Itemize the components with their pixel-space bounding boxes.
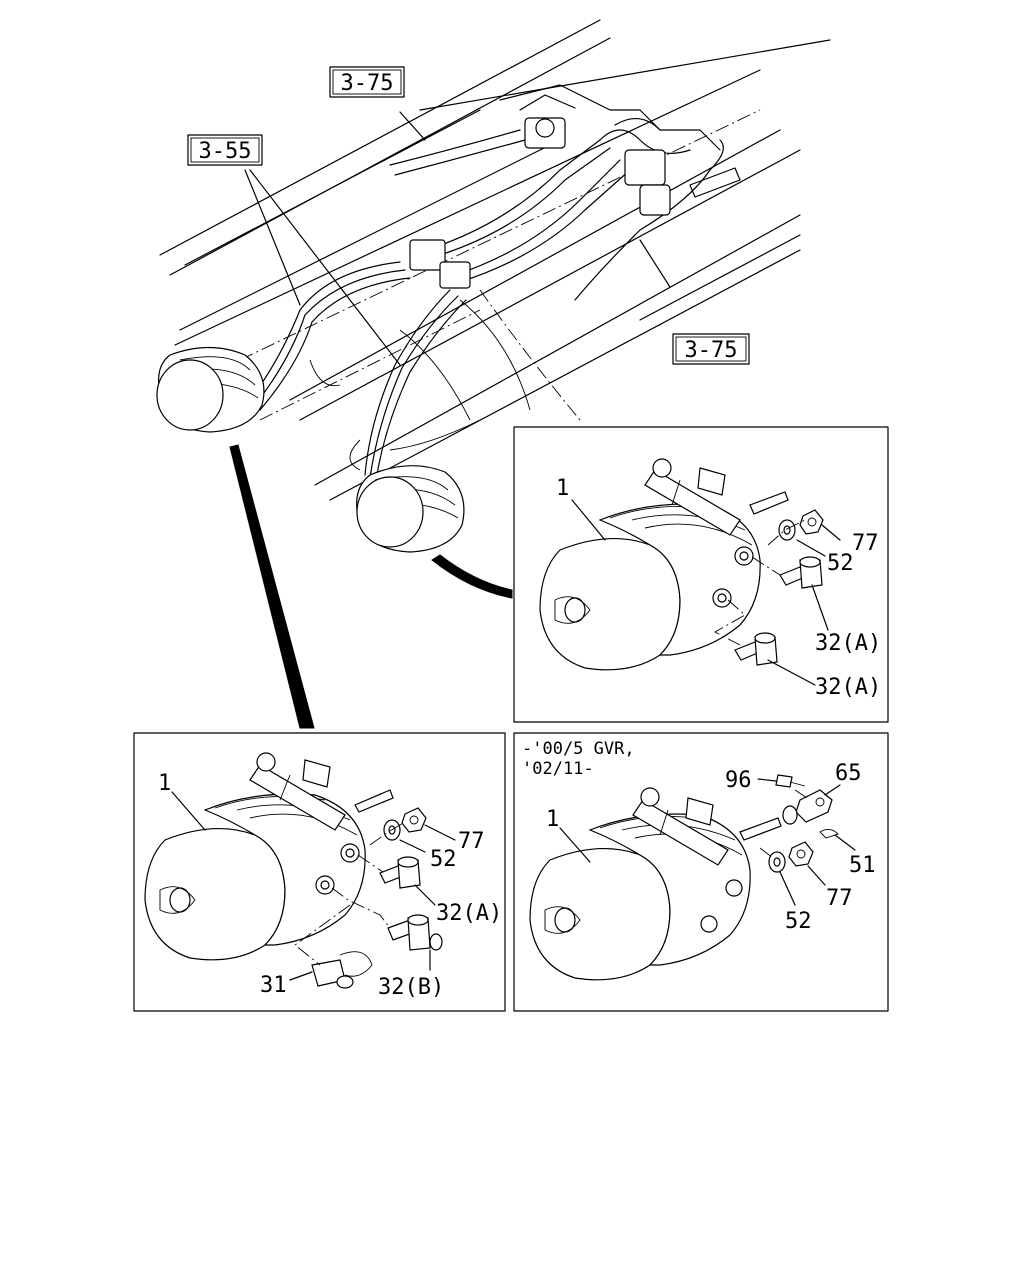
detail-panel-a: 1 77 52 32(A) 32(A) (513, 426, 889, 723)
reference-label: 3-75 (685, 338, 738, 363)
part-label-32b: 32(B) (378, 975, 444, 1000)
part-label-31: 31 (260, 973, 287, 998)
part-label-77: 77 (852, 531, 879, 556)
detail-panel-c: -'00/5 GVR, '02/11- (513, 732, 889, 1012)
reference-label: 3-55 (199, 139, 252, 164)
applicability-note-line1: -'00/5 GVR, (522, 739, 635, 759)
part-label-77: 77 (826, 886, 853, 911)
reference-box-right[interactable]: 3-75 (672, 333, 750, 365)
part-label-52: 52 (430, 847, 457, 872)
part-label-32a: 32(A) (436, 901, 502, 926)
detail-panel-b: 1 77 52 32(A) 32(B) 31 (133, 732, 506, 1012)
applicability-note-line2: '02/11- (522, 759, 594, 779)
axle-overview (156, 19, 831, 729)
part-label-1: 1 (158, 771, 171, 796)
part-label-52: 52 (827, 551, 854, 576)
part-label-1: 1 (556, 476, 569, 501)
part-label-1: 1 (546, 807, 559, 832)
part-label-51: 51 (849, 853, 876, 878)
part-label-32a-upper: 32(A) (815, 631, 881, 656)
part-label-32a-lower: 32(A) (815, 675, 881, 700)
reference-box-left[interactable]: 3-55 (187, 134, 263, 166)
part-label-65: 65 (835, 761, 862, 786)
brake-chamber-left (156, 346, 265, 433)
part-label-77: 77 (458, 829, 485, 854)
reference-label: 3-75 (341, 71, 394, 96)
part-label-96: 96 (725, 768, 752, 793)
brake-chamber-right (356, 465, 465, 553)
part-label-52: 52 (785, 909, 812, 934)
reference-box-top[interactable]: 3-75 (329, 66, 405, 98)
